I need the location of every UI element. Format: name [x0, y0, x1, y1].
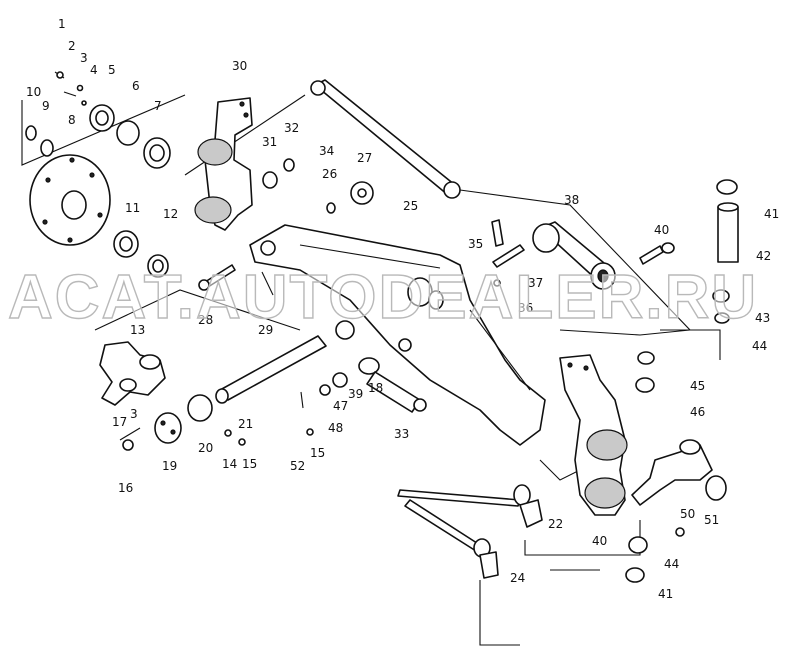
part-label: 10: [26, 85, 41, 99]
small-pins: [54, 71, 87, 106]
bolt-40: [639, 242, 675, 265]
bushing-26-27: [326, 181, 374, 214]
part-label: 21: [238, 417, 253, 431]
part-label: 40: [592, 534, 607, 548]
part-label: 46: [690, 405, 705, 419]
part-labels: 1 2 3 4 5 6 7 8 9 10 11 12 13 3 14 15 16…: [26, 17, 779, 601]
part-label: 39: [348, 387, 363, 401]
part-label: 33: [394, 427, 409, 441]
part-label: 38: [564, 193, 579, 207]
part-label: 37: [528, 276, 543, 290]
part-label: 40: [654, 223, 669, 237]
part-label: 2: [68, 39, 76, 53]
part-label: 48: [328, 421, 343, 435]
spring-rod: [532, 221, 616, 290]
part-label: 24: [510, 571, 525, 585]
rear-bracket: [559, 354, 628, 516]
part-label: 30: [232, 59, 247, 73]
knuckle-51: [631, 439, 727, 537]
part-label: 3: [80, 51, 88, 65]
torque-rod: [310, 79, 461, 199]
part-label: 11: [125, 201, 140, 215]
part-label: 18: [368, 381, 383, 395]
part-label: 42: [756, 249, 771, 263]
part-label: 32: [284, 121, 299, 135]
pins-47-52-48: [300, 320, 355, 436]
part-label: 51: [704, 513, 719, 527]
part-label: 25: [403, 199, 418, 213]
part-label: 44: [752, 339, 767, 353]
part-label: 44: [664, 557, 679, 571]
part-label: 20: [198, 441, 213, 455]
part-label: 41: [764, 207, 779, 221]
wheel-hub: [29, 154, 111, 246]
trailing-arm: [249, 224, 546, 446]
part-label: 27: [357, 151, 372, 165]
part-label: 14: [222, 457, 237, 471]
part-label: 15: [242, 457, 257, 471]
shock-absorber: [358, 338, 427, 413]
part-label: 36: [518, 301, 533, 315]
part-label: 41: [658, 587, 673, 601]
flange-19-20: [119, 394, 246, 451]
pins-35-37: [491, 219, 525, 287]
part-label: 1: [58, 17, 66, 31]
part-label: 16: [118, 481, 133, 495]
part-label: 6: [132, 79, 140, 93]
seal-rings: [25, 104, 171, 278]
part-label: 17: [112, 415, 127, 429]
watermark: ACAT.AUTODEALER.RU: [8, 263, 758, 332]
part-label: 31: [262, 135, 277, 149]
part-label: 3: [130, 407, 138, 421]
part-label: 15: [310, 446, 325, 460]
part-label: 9: [42, 99, 50, 113]
part-label: 22: [548, 517, 563, 531]
part-label: 45: [690, 379, 705, 393]
part-label: 47: [333, 399, 348, 413]
nuts-44-45-46: [625, 351, 655, 583]
tie-bolts: [397, 484, 543, 579]
part-label: 26: [322, 167, 337, 181]
pin-41-42-43: [712, 179, 739, 324]
part-label: 19: [162, 459, 177, 473]
part-label: 28: [198, 313, 213, 327]
bolt-28-29: [198, 264, 274, 296]
part-label: 12: [163, 207, 178, 221]
spring-bracket: [194, 97, 253, 231]
part-label: 4: [90, 63, 98, 77]
part-label: 43: [755, 311, 770, 325]
part-label: 29: [258, 323, 273, 337]
part-label: 34: [319, 144, 334, 158]
part-label: 35: [468, 237, 483, 251]
part-label: 8: [68, 113, 76, 127]
part-label: 52: [290, 459, 305, 473]
part-label: 50: [680, 507, 695, 521]
part-label: 13: [130, 323, 145, 337]
knuckle-13: [99, 341, 166, 406]
axle-shaft: [215, 335, 327, 404]
part-label: 7: [154, 99, 162, 113]
part-label: 5: [108, 63, 116, 77]
washers-31-32: [262, 158, 295, 189]
